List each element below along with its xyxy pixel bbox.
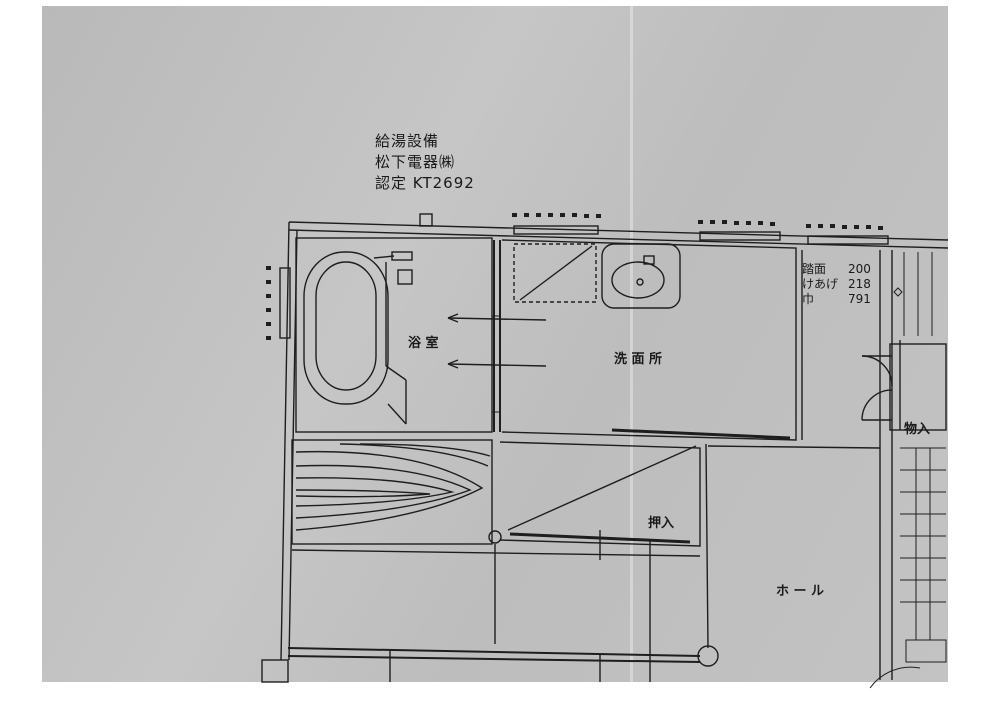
note-line-3: 認定 KT2692 <box>375 174 475 192</box>
lower-area <box>261 530 719 683</box>
window-left-bathroom <box>279 267 291 339</box>
bath-shower-fixture <box>391 251 413 261</box>
closet-wood-pattern <box>291 439 493 545</box>
hall-label: ホ ー ル <box>776 584 825 599</box>
column-marker <box>488 530 502 544</box>
washroom-room <box>501 239 803 441</box>
outer-wall-left <box>280 221 290 661</box>
water-heater-vent <box>419 213 433 227</box>
bathroom-label: 浴 室 <box>408 336 439 351</box>
width-value: 791 <box>848 292 871 306</box>
riser-label: けあげ <box>802 277 839 291</box>
storage-label: 物入 <box>904 422 931 437</box>
bath-faucet-box <box>397 269 413 285</box>
note-line-1: 給湯設備 <box>375 132 440 150</box>
stair-spec: 踏面 200 けあげ 218 巾 791 <box>802 262 871 307</box>
flow-arrows <box>447 313 547 369</box>
width-label: 巾 <box>802 292 815 306</box>
paper-fold-line <box>630 6 633 682</box>
closet-room <box>499 441 709 649</box>
outer-wall-top <box>288 221 949 241</box>
closet-label: 押入 <box>648 516 675 531</box>
stair-grid <box>869 252 947 689</box>
window-top-stair <box>699 231 781 241</box>
window-tick-marks <box>266 213 883 340</box>
outer-wall-top-inner <box>288 229 949 249</box>
water-heater-note: 給湯設備 松下電器㈱ 認定 KT2692 <box>375 131 475 194</box>
washroom-label: 洗 面 所 <box>614 352 663 367</box>
bathroom-room <box>295 237 501 433</box>
tread-value: 200 <box>848 262 871 276</box>
riser-value: 218 <box>848 277 871 291</box>
window-top-right <box>807 235 889 245</box>
bathtub <box>303 251 407 425</box>
window-top-washroom <box>513 225 599 235</box>
tread-label: 踏面 <box>802 262 827 276</box>
wash-basin <box>601 243 681 309</box>
hall-area <box>707 250 947 680</box>
note-line-2: 松下電器㈱ <box>375 153 456 171</box>
